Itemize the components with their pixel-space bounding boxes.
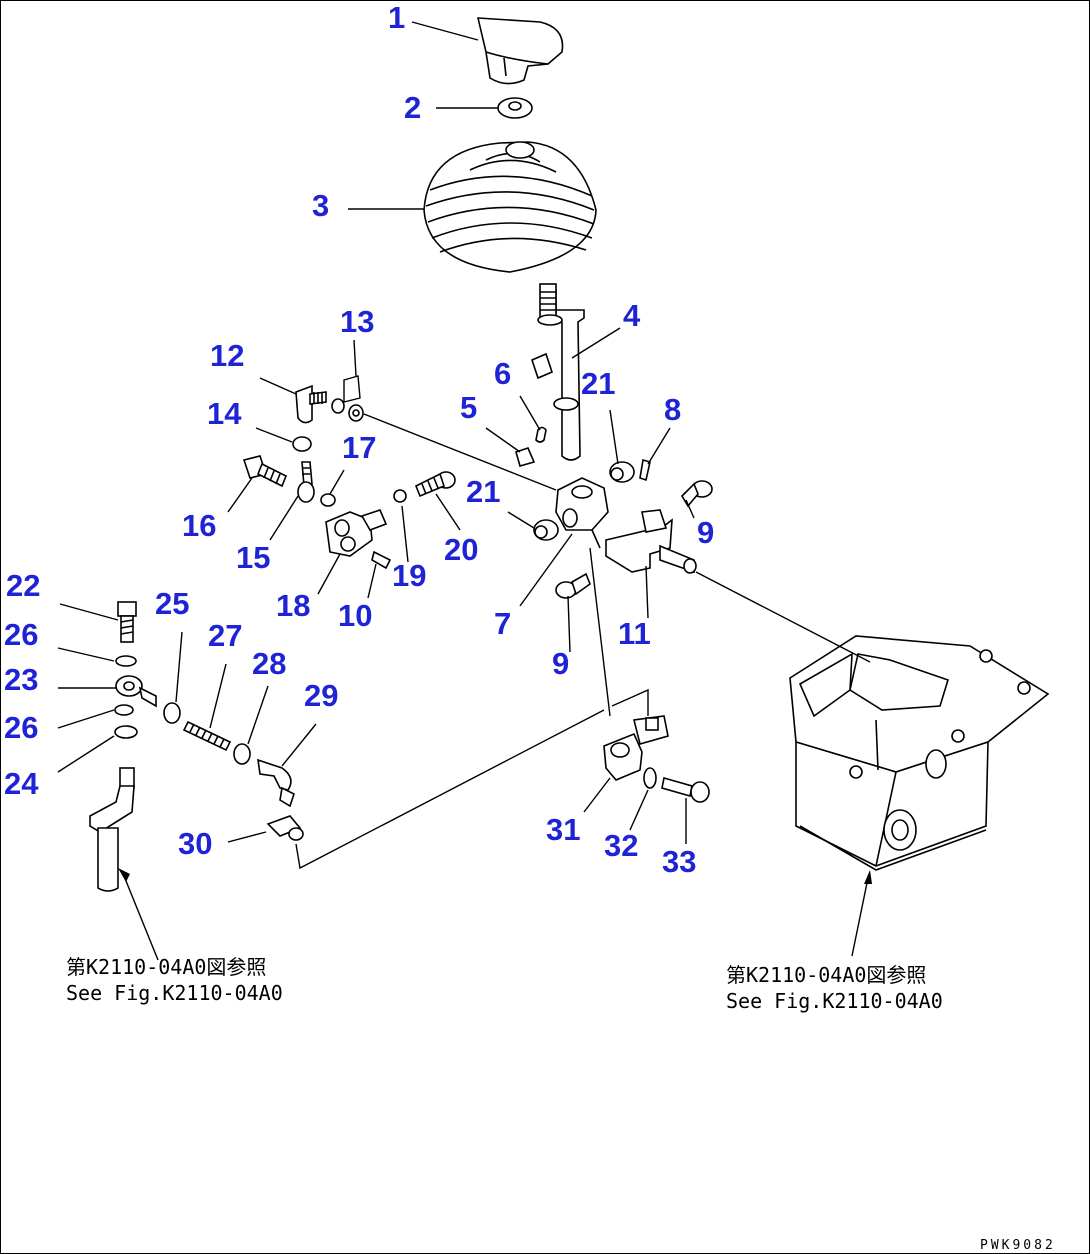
threaded-rod-part: [182, 720, 232, 752]
nut-part: [163, 702, 181, 724]
drawing-code: PWK9082: [980, 1238, 1056, 1253]
bolt-part: [555, 480, 713, 599]
clevis-part: [325, 509, 388, 557]
label-part-20: 20: [444, 532, 478, 567]
knob-part: [476, 17, 564, 85]
label-part-19: 19: [392, 558, 426, 593]
grease-fitting-part: [515, 447, 536, 467]
washer-part: [320, 493, 336, 507]
bolt-part: [242, 455, 288, 488]
bushing-part: [533, 461, 635, 541]
label-part-27: 27: [208, 618, 242, 653]
bolt-part: [117, 601, 137, 643]
control-box-part: [789, 635, 1050, 871]
label-part-28: 28: [252, 646, 286, 681]
clevis-part: [603, 715, 669, 781]
washer-part: [393, 489, 407, 503]
bolt-part: [414, 471, 456, 498]
label-part-29: 29: [304, 678, 338, 713]
nut-part: [497, 97, 533, 119]
label-part-7: 7: [494, 606, 511, 641]
label-part-16: 16: [182, 508, 216, 543]
label-part-24: 24: [4, 766, 39, 801]
label-part-25: 25: [155, 586, 189, 621]
label-part-15: 15: [236, 540, 270, 575]
washer-part: [114, 655, 137, 716]
nut-part: [233, 743, 251, 765]
label-part-21a: 21: [581, 366, 615, 401]
spring-pin-part: [371, 550, 392, 570]
label-part-13: 13: [340, 304, 374, 339]
washer-part: [643, 767, 657, 789]
nut-part: [292, 436, 312, 452]
reference-note-jp: 第K2110-04A0図参照: [726, 963, 926, 987]
reference-note-en: See Fig.K2110-04A0: [66, 981, 283, 1005]
part-labels: 1 2 3 4 5 6 7 8 9 9 10 11 12 13 14 15 16…: [4, 0, 714, 879]
label-part-3: 3: [312, 188, 329, 223]
label-part-12: 12: [210, 338, 244, 373]
label-part-14: 14: [207, 396, 242, 431]
label-part-4: 4: [623, 298, 641, 333]
rod-end-part: [295, 384, 327, 424]
label-part-9b: 9: [552, 646, 569, 681]
label-part-9a: 9: [697, 515, 714, 550]
lever-arm-part: [89, 767, 135, 892]
label-part-23: 23: [4, 662, 38, 697]
washer-part: [266, 815, 304, 841]
label-part-32: 32: [604, 828, 638, 863]
lever-rod-part: [537, 283, 585, 461]
label-part-2: 2: [404, 90, 421, 125]
reference-note-en: See Fig.K2110-04A0: [726, 989, 943, 1013]
label-part-31: 31: [546, 812, 580, 847]
reference-note-right: 第K2110-04A0図参照 See Fig.K2110-04A0: [726, 963, 943, 1013]
rod-end-part: [115, 675, 157, 708]
label-part-10: 10: [338, 598, 372, 633]
label-part-5: 5: [460, 390, 477, 425]
boot-part: [423, 141, 597, 273]
label-part-8: 8: [664, 392, 681, 427]
label-part-22: 22: [6, 568, 40, 603]
label-part-11: 11: [618, 616, 651, 651]
key-part: [531, 352, 553, 443]
pin-part: [639, 458, 651, 482]
label-part-26b: 26: [4, 710, 38, 745]
label-part-1: 1: [388, 0, 405, 35]
bolt-part: [661, 776, 710, 803]
leader-lines: [57, 21, 872, 961]
label-part-17: 17: [342, 430, 376, 465]
label-part-26a: 26: [4, 617, 38, 652]
rod-end-part: [257, 758, 295, 808]
reference-note-left: 第K2110-04A0図参照 See Fig.K2110-04A0: [66, 955, 283, 1005]
washer-part: [114, 725, 138, 739]
bracket-part: [605, 509, 697, 574]
housing-part: [555, 477, 609, 549]
reference-note-jp: 第K2110-04A0図参照: [66, 955, 266, 979]
label-part-21b: 21: [466, 474, 500, 509]
rod-end-part: [297, 461, 315, 503]
label-part-18: 18: [276, 588, 310, 623]
label-part-30: 30: [178, 826, 212, 861]
label-part-33: 33: [662, 844, 696, 879]
washer-part: [331, 398, 364, 422]
label-part-6: 6: [494, 356, 511, 391]
